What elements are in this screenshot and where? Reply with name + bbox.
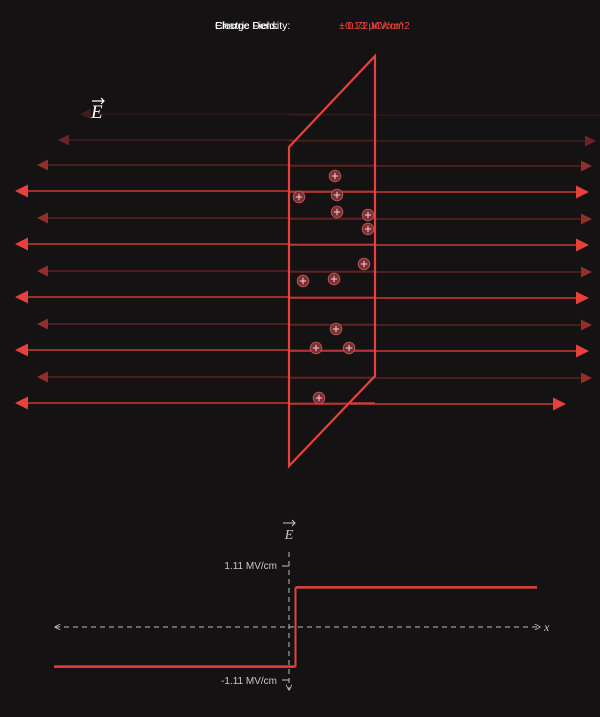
readout-panel: Charge Density: +0.13 μC/cm^2 Electric F… <box>0 20 600 50</box>
y-min-label: -1.11 MV/cm <box>221 676 277 687</box>
field-arrow-left-icon <box>15 237 28 251</box>
field-arrow-left-icon <box>37 318 48 330</box>
field-arrow-right-icon <box>581 213 592 225</box>
field-arrow-right-icon <box>581 372 592 384</box>
field-arrows-front <box>289 114 600 411</box>
positive-charge-icon <box>327 272 341 286</box>
positive-charge-icon <box>361 222 375 236</box>
field-arrow-right-icon <box>581 266 592 278</box>
charged-plate <box>287 53 377 469</box>
y-axis-symbol: E <box>284 528 294 543</box>
positive-charge-icon <box>292 190 306 204</box>
positive-charge-icon <box>329 322 343 336</box>
field-graph: 1.11 MV/cm -1.11 MV/cm E x <box>54 519 550 690</box>
field-arrow-left-icon <box>80 108 91 120</box>
field-arrow-right-icon <box>576 238 589 252</box>
surface-charges <box>292 169 375 405</box>
field-arrow-left-icon <box>15 290 28 304</box>
y-max-label: 1.11 MV/cm <box>224 561 277 572</box>
field-arrow-right-icon <box>576 344 589 358</box>
electric-field-label: Electric Field: <box>215 20 279 32</box>
field-vector-label: E <box>90 97 105 123</box>
x-axis-symbol: x <box>543 620 550 634</box>
positive-charge-icon <box>312 391 326 405</box>
field-arrow-left-icon <box>15 343 28 357</box>
field-arrow-left-icon <box>58 134 69 146</box>
positive-charge-icon <box>361 208 375 222</box>
field-series <box>54 586 537 668</box>
field-arrow-right-icon <box>581 160 592 172</box>
positive-charge-icon <box>309 341 323 355</box>
field-arrow-left-icon <box>37 212 48 224</box>
field-symbol: E <box>90 102 103 123</box>
charge-density-label: Charge Density: <box>215 20 291 32</box>
positive-charge-icon <box>342 341 356 355</box>
field-arrow-left-icon <box>37 265 48 277</box>
field-arrow-right-icon <box>581 319 592 331</box>
y-axis-vector-icon <box>283 519 296 527</box>
electric-field-value: ± 0.72 MV/cm <box>339 20 404 32</box>
charge-density-value: +0.13 μC/cm^2 <box>339 20 410 32</box>
vector-arrow-icon <box>92 97 105 105</box>
field-arrow-right-icon <box>585 135 596 147</box>
positive-charge-icon <box>330 205 344 219</box>
positive-charge-icon <box>357 257 371 271</box>
field-arrow-left-icon <box>37 159 48 171</box>
field-arrow-left-icon <box>15 396 28 410</box>
field-arrow-right-icon <box>576 291 589 305</box>
positive-charge-icon <box>296 274 310 288</box>
positive-charge-icon <box>328 169 342 183</box>
positive-charge-icon <box>330 188 344 202</box>
field-arrow-right-icon <box>576 185 589 199</box>
field-arrow-left-icon <box>37 371 48 383</box>
field-arrow-right-icon <box>553 397 566 411</box>
field-arrow-left-icon <box>15 184 28 198</box>
